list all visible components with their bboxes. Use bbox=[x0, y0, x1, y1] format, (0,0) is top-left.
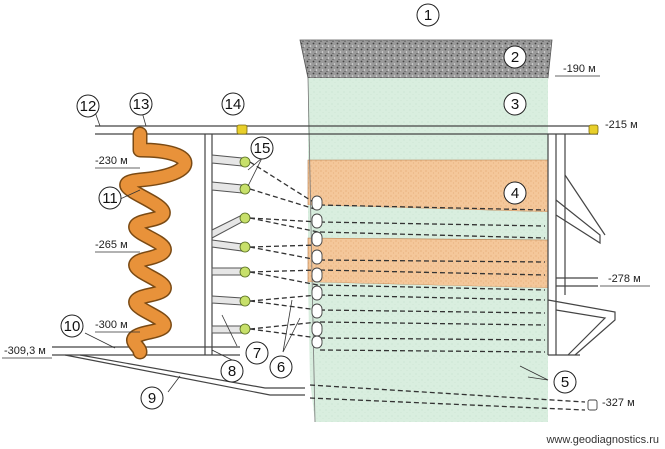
spiral-ramp bbox=[119, 126, 193, 360]
svg-text:1: 1 bbox=[424, 7, 432, 24]
level-label-300: -300 м bbox=[95, 319, 128, 331]
level-label-215: -215 м bbox=[605, 119, 638, 131]
source-credit: www.geodiagnostics.ru bbox=[546, 434, 659, 446]
geological-column bbox=[299, 39, 553, 423]
connecting-drifts bbox=[211, 154, 243, 334]
stope-chambers bbox=[311, 195, 323, 349]
ore-layer-middle bbox=[307, 237, 549, 289]
svg-text:6: 6 bbox=[277, 359, 285, 376]
leader-lines bbox=[84, 111, 549, 393]
level-label-265: -265 м bbox=[95, 239, 128, 251]
level-label-230: -230 м bbox=[95, 155, 128, 167]
callout-2: 2 bbox=[503, 45, 527, 69]
callout-10: 10 bbox=[60, 314, 84, 338]
host-rock-upper bbox=[308, 78, 548, 160]
shaft-cap-left bbox=[236, 124, 248, 135]
svg-text:11: 11 bbox=[102, 190, 118, 207]
callout-7: 7 bbox=[245, 341, 269, 365]
level-marks: -190 м -215 м -230 м -265 м -278 м -300 … bbox=[2, 63, 650, 409]
callout-13: 13 bbox=[129, 92, 153, 116]
shaft-cap-right bbox=[588, 124, 599, 135]
level-label-278: -278 м bbox=[608, 273, 641, 285]
svg-text:2: 2 bbox=[511, 49, 519, 66]
svg-text:4: 4 bbox=[511, 185, 519, 202]
svg-text:14: 14 bbox=[225, 96, 242, 113]
callout-4: 4 bbox=[503, 181, 527, 205]
callout-15: 15 bbox=[250, 136, 274, 160]
callout-1: 1 bbox=[416, 3, 440, 27]
svg-text:7: 7 bbox=[253, 345, 261, 362]
callouts: 1 2 3 4 5 6 7 8 9 10 11 12 13 14 15 bbox=[60, 3, 577, 410]
host-rock-middle bbox=[308, 205, 548, 240]
right-branches bbox=[547, 174, 616, 356]
svg-text:5: 5 bbox=[561, 374, 569, 391]
svg-text:9: 9 bbox=[148, 390, 156, 407]
svg-text:13: 13 bbox=[133, 96, 150, 113]
callout-5: 5 bbox=[553, 370, 577, 394]
svg-text:3: 3 bbox=[511, 96, 519, 113]
svg-text:12: 12 bbox=[80, 98, 97, 115]
column-border-left bbox=[307, 77, 316, 423]
callout-6: 6 bbox=[269, 355, 293, 379]
svg-text:8: 8 bbox=[228, 363, 236, 380]
callout-8: 8 bbox=[220, 359, 244, 383]
svg-text:10: 10 bbox=[64, 318, 81, 335]
level-label-3093: -309,3 м bbox=[4, 345, 46, 357]
host-rock-lower bbox=[308, 282, 548, 422]
callout-12: 12 bbox=[76, 94, 100, 118]
callout-3: 3 bbox=[503, 92, 527, 116]
callout-11: 11 bbox=[98, 186, 122, 210]
boreholes bbox=[249, 161, 546, 353]
main-level-215 bbox=[95, 124, 599, 135]
level-label-190: -190 м bbox=[563, 63, 596, 75]
level-label-327: -327 м bbox=[602, 397, 635, 409]
callout-14: 14 bbox=[221, 92, 245, 116]
svg-text:15: 15 bbox=[254, 140, 271, 157]
callout-9: 9 bbox=[140, 386, 164, 410]
drift-heads bbox=[239, 156, 251, 335]
